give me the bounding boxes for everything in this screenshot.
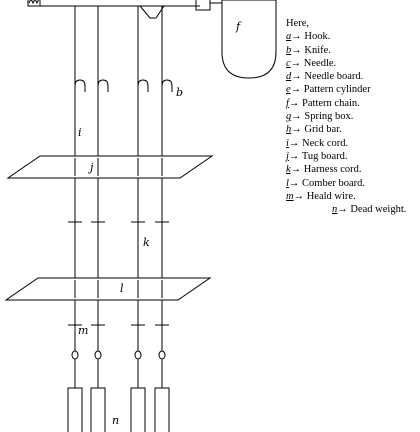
legend-item: m→ Heald wire.: [286, 190, 406, 203]
legend-item: k→ Harness cord.: [286, 163, 406, 176]
legend-key: h: [286, 124, 292, 136]
legend-key: c: [286, 57, 291, 69]
legend-item: f→ Pattern chain.: [286, 97, 406, 110]
legend-key: d: [286, 71, 292, 83]
griffe-notch: [139, 5, 165, 19]
legend-text: → Harness cord.: [290, 164, 362, 176]
dead-weight-4: [154, 387, 170, 432]
tug-board: [6, 155, 214, 179]
legend-text: → Dead weight.: [337, 204, 407, 216]
legend-key: m: [286, 190, 294, 202]
label-b: b: [176, 86, 183, 99]
legend-text: → Tug board.: [288, 150, 348, 162]
legend-text: → Grid bar.: [291, 124, 342, 136]
heald-eye-1: [71, 350, 79, 360]
spring-box: [27, 0, 41, 7]
label-n: n: [112, 414, 119, 427]
legend-text: → Pattern chain.: [288, 97, 360, 109]
pattern-chain: [221, 0, 277, 79]
legend-text: → Neck cord.: [288, 137, 349, 149]
legend-key: l: [286, 177, 289, 189]
legend-key: a: [286, 31, 292, 43]
hook-3: [137, 79, 149, 104]
legend-key: j: [286, 150, 289, 162]
legend-key: e: [286, 84, 291, 96]
legend-item: e→ Pattern cylinder: [286, 83, 406, 96]
comber-board: [4, 277, 212, 301]
legend-item: a→ Hook.: [286, 30, 406, 43]
legend-item: d→ Needle board.: [286, 70, 406, 83]
label-j: j: [87, 161, 94, 174]
legend-key: i: [286, 137, 289, 149]
legend-item: n→ Dead weight.: [286, 203, 406, 216]
dead-weight-1: [67, 387, 83, 432]
spring-coil: [28, 0, 40, 5]
legend-text: → Hook.: [291, 31, 331, 43]
legend-item: l→ Comber board.: [286, 177, 406, 190]
hook-4: [161, 79, 173, 104]
legend-item: j→ Tug board.: [286, 150, 406, 163]
legend: Here, a→ Hook. b→ Knife. c→ Needle. d→ N…: [286, 17, 406, 216]
label-k: k: [143, 236, 150, 249]
legend-item: b→ Knife.: [286, 44, 406, 57]
legend-item: g→ Spring box.: [286, 110, 406, 123]
legend-text: → Heald wire.: [293, 190, 356, 202]
dead-weight-2: [90, 387, 106, 432]
legend-key: n: [332, 204, 338, 216]
pattern-cylinder-box: [195, 0, 211, 11]
legend-key: f: [286, 97, 289, 109]
legend-item: h→ Grid bar.: [286, 123, 406, 136]
legend-item: c→ Needle.: [286, 57, 406, 70]
heald-eye-3: [134, 350, 142, 360]
heald-eye-2: [94, 350, 102, 360]
legend-heading: Here,: [286, 18, 310, 29]
legend-item: i→ Neck cord.: [286, 137, 406, 150]
legend-key: b: [286, 44, 292, 56]
legend-text: → Spring box.: [291, 111, 354, 123]
hook-2: [97, 79, 109, 104]
hook-1: [74, 79, 86, 104]
label-m: m: [78, 324, 88, 337]
legend-key: g: [286, 111, 292, 123]
legend-text: → Knife.: [291, 44, 331, 56]
heald-eye-4: [158, 350, 166, 360]
legend-text: → Pattern cylinder: [290, 84, 371, 96]
legend-text: → Comber board.: [288, 177, 366, 189]
label-i: i: [78, 126, 82, 139]
dead-weight-3: [130, 387, 146, 432]
legend-key: k: [286, 164, 291, 176]
legend-text: → Needle board.: [291, 71, 364, 83]
label-f: f: [235, 20, 242, 33]
legend-text: → Needle.: [290, 57, 337, 69]
label-l: l: [120, 282, 124, 295]
